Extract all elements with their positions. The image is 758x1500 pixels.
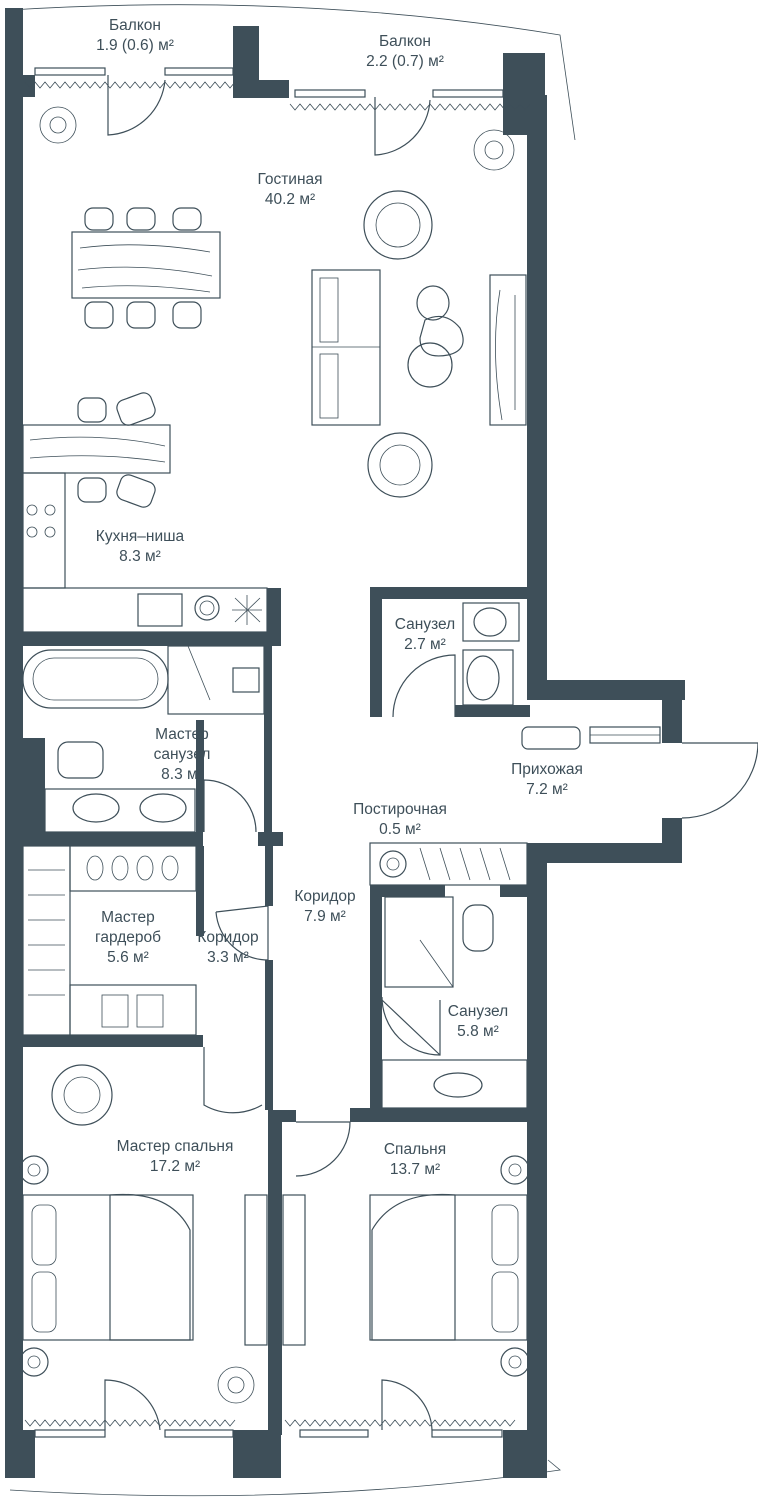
room-name: Мастер <box>155 726 209 743</box>
room-name: Балкон <box>109 17 161 34</box>
room-area: 1.9 (0.6) м² <box>96 37 174 54</box>
room-area: 8.3 м² <box>161 766 203 783</box>
plot-outline-bottom <box>9 1459 561 1497</box>
room-area: 3.3 м² <box>207 949 249 966</box>
room-name: Кухня–ниша <box>95 528 185 545</box>
room-name: санузел <box>153 746 211 763</box>
room-label-bath-large: Санузел 5.8 м² <box>448 1002 508 1042</box>
room-area: 17.2 м² <box>149 1158 201 1175</box>
room-label-kitchen: Кухня–ниша 8.3 м² <box>96 527 184 567</box>
room-area: 40.2 м² <box>264 191 316 208</box>
room-label-master-bedroom: Мастер спальня 17.2 м² <box>117 1137 234 1177</box>
plot-outline-top <box>9 4 576 141</box>
room-label-balcony-left: Балкон 1.9 (0.6) м² <box>96 16 174 56</box>
room-name: Спальня <box>383 1141 447 1158</box>
room-area: 5.8 м² <box>457 1023 499 1040</box>
room-name: Санузел <box>447 1003 509 1020</box>
room-label-corridor-main: Коридор 7.9 м² <box>294 887 355 927</box>
room-label-hall: Прихожая 7.2 м² <box>511 760 583 800</box>
room-name: Коридор <box>197 929 259 946</box>
walls <box>5 8 685 1478</box>
room-name: Прихожая <box>511 761 583 778</box>
room-name: Гостиная <box>257 171 323 188</box>
room-label-master-bath: Мастер санузел 8.3 м² <box>154 725 211 785</box>
room-name: Постирочная <box>353 801 447 818</box>
room-area: 2.2 (0.7) м² <box>366 53 444 70</box>
room-area: 7.2 м² <box>526 781 568 798</box>
room-label-living: Гостиная 40.2 м² <box>257 170 322 210</box>
room-area: 13.7 м² <box>389 1161 441 1178</box>
windows <box>24 67 531 1438</box>
room-label-bath-small: Санузел 2.7 м² <box>395 615 455 655</box>
room-area: 2.7 м² <box>404 636 446 653</box>
room-area: 7.9 м² <box>304 908 346 925</box>
room-area: 0.5 м² <box>379 821 421 838</box>
doors <box>104 75 758 1431</box>
room-name: Санузел <box>394 616 456 633</box>
room-name: Балкон <box>379 33 431 50</box>
room-label-balcony-right: Балкон 2.2 (0.7) м² <box>366 32 444 72</box>
room-name: Мастер <box>101 909 155 926</box>
furniture <box>19 106 661 1404</box>
room-label-bedroom: Спальня 13.7 м² <box>384 1140 446 1180</box>
room-name: гардероб <box>95 929 161 946</box>
room-label-corridor-small: Коридор 3.3 м² <box>197 928 258 968</box>
room-name: Мастер спальня <box>116 1138 234 1155</box>
room-label-laundry: Постирочная 0.5 м² <box>353 800 447 840</box>
room-name: Коридор <box>294 888 356 905</box>
room-area: 8.3 м² <box>119 548 161 565</box>
room-area: 5.6 м² <box>107 949 149 966</box>
room-label-master-wardrobe: Мастер гардероб 5.6 м² <box>95 908 161 968</box>
